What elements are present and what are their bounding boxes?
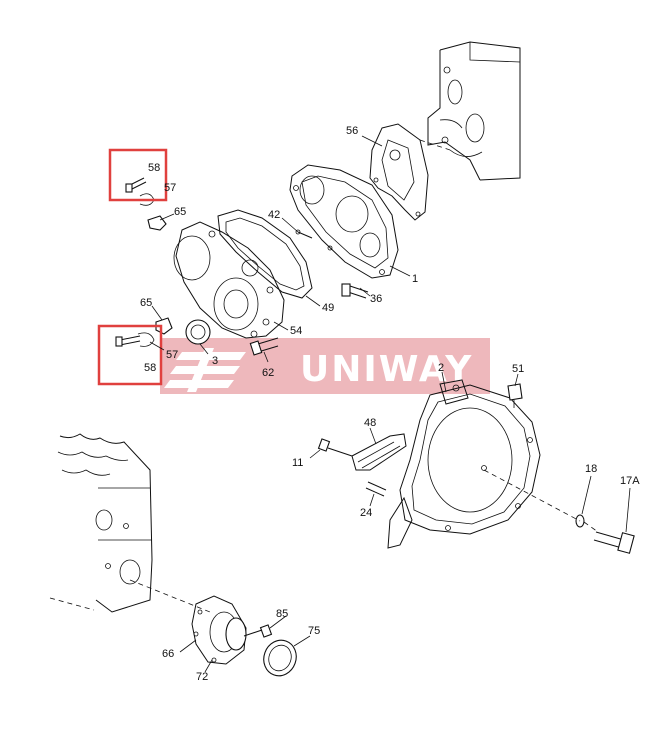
bolt-58-lower [115,332,155,347]
bolt-11 [317,438,353,457]
label-58-top: 58 [148,162,160,174]
bolt-36 [341,283,369,299]
part-labels: 56 42 1 36 49 54 62 3 65 65 57 57 58 58 … [140,125,640,683]
label-57-lower: 57 [166,349,178,361]
label-65-lower: 65 [140,297,152,309]
highlight-box-top [108,148,168,202]
bolt-85 [243,624,273,638]
label-51: 51 [512,363,524,375]
label-2: 2 [438,362,444,374]
label-42: 42 [268,209,280,221]
front-cover-54 [173,221,285,339]
label-3: 3 [212,355,218,367]
label-65-top: 65 [174,206,186,218]
cover-plate-48 [351,433,407,471]
label-1: 1 [412,273,418,285]
leader-lines [149,135,631,673]
engine-block-top [427,41,521,181]
label-17a: 17A [620,475,640,487]
pin-42 [295,229,313,239]
label-36: 36 [370,293,382,305]
gasket-56 [369,123,429,221]
rear-housing-1 [289,164,399,279]
label-49: 49 [322,302,334,314]
bolt-17a [593,531,635,554]
label-62: 62 [262,367,274,379]
cap-65-top [147,215,167,231]
label-58-lower: 58 [144,362,156,374]
watermark-text: UNIWAY [300,349,473,390]
seal-housing-72 [191,595,247,665]
label-18: 18 [585,463,597,475]
engine-block-bottom [49,433,153,613]
stud-24 [365,481,387,497]
label-11: 11 [292,457,303,469]
label-48: 48 [364,417,376,429]
seal-3 [185,319,211,345]
watermark-logo-icon [164,348,246,392]
seal-75 [263,639,297,677]
label-66: 66 [162,648,174,660]
label-85: 85 [276,608,288,620]
label-57-top: 57 [164,182,176,194]
bolt-62 [249,337,279,356]
watermark: UNIWAY [160,338,490,394]
plug-51 [507,383,523,408]
label-72: 72 [196,671,208,683]
gasket-49 [217,209,313,299]
label-75: 75 [308,625,320,637]
flywheel-housing-2 [387,379,541,549]
label-24: 24 [360,507,372,519]
label-56: 56 [346,125,358,137]
label-54: 54 [290,325,302,337]
highlight-box-lower [97,324,163,386]
